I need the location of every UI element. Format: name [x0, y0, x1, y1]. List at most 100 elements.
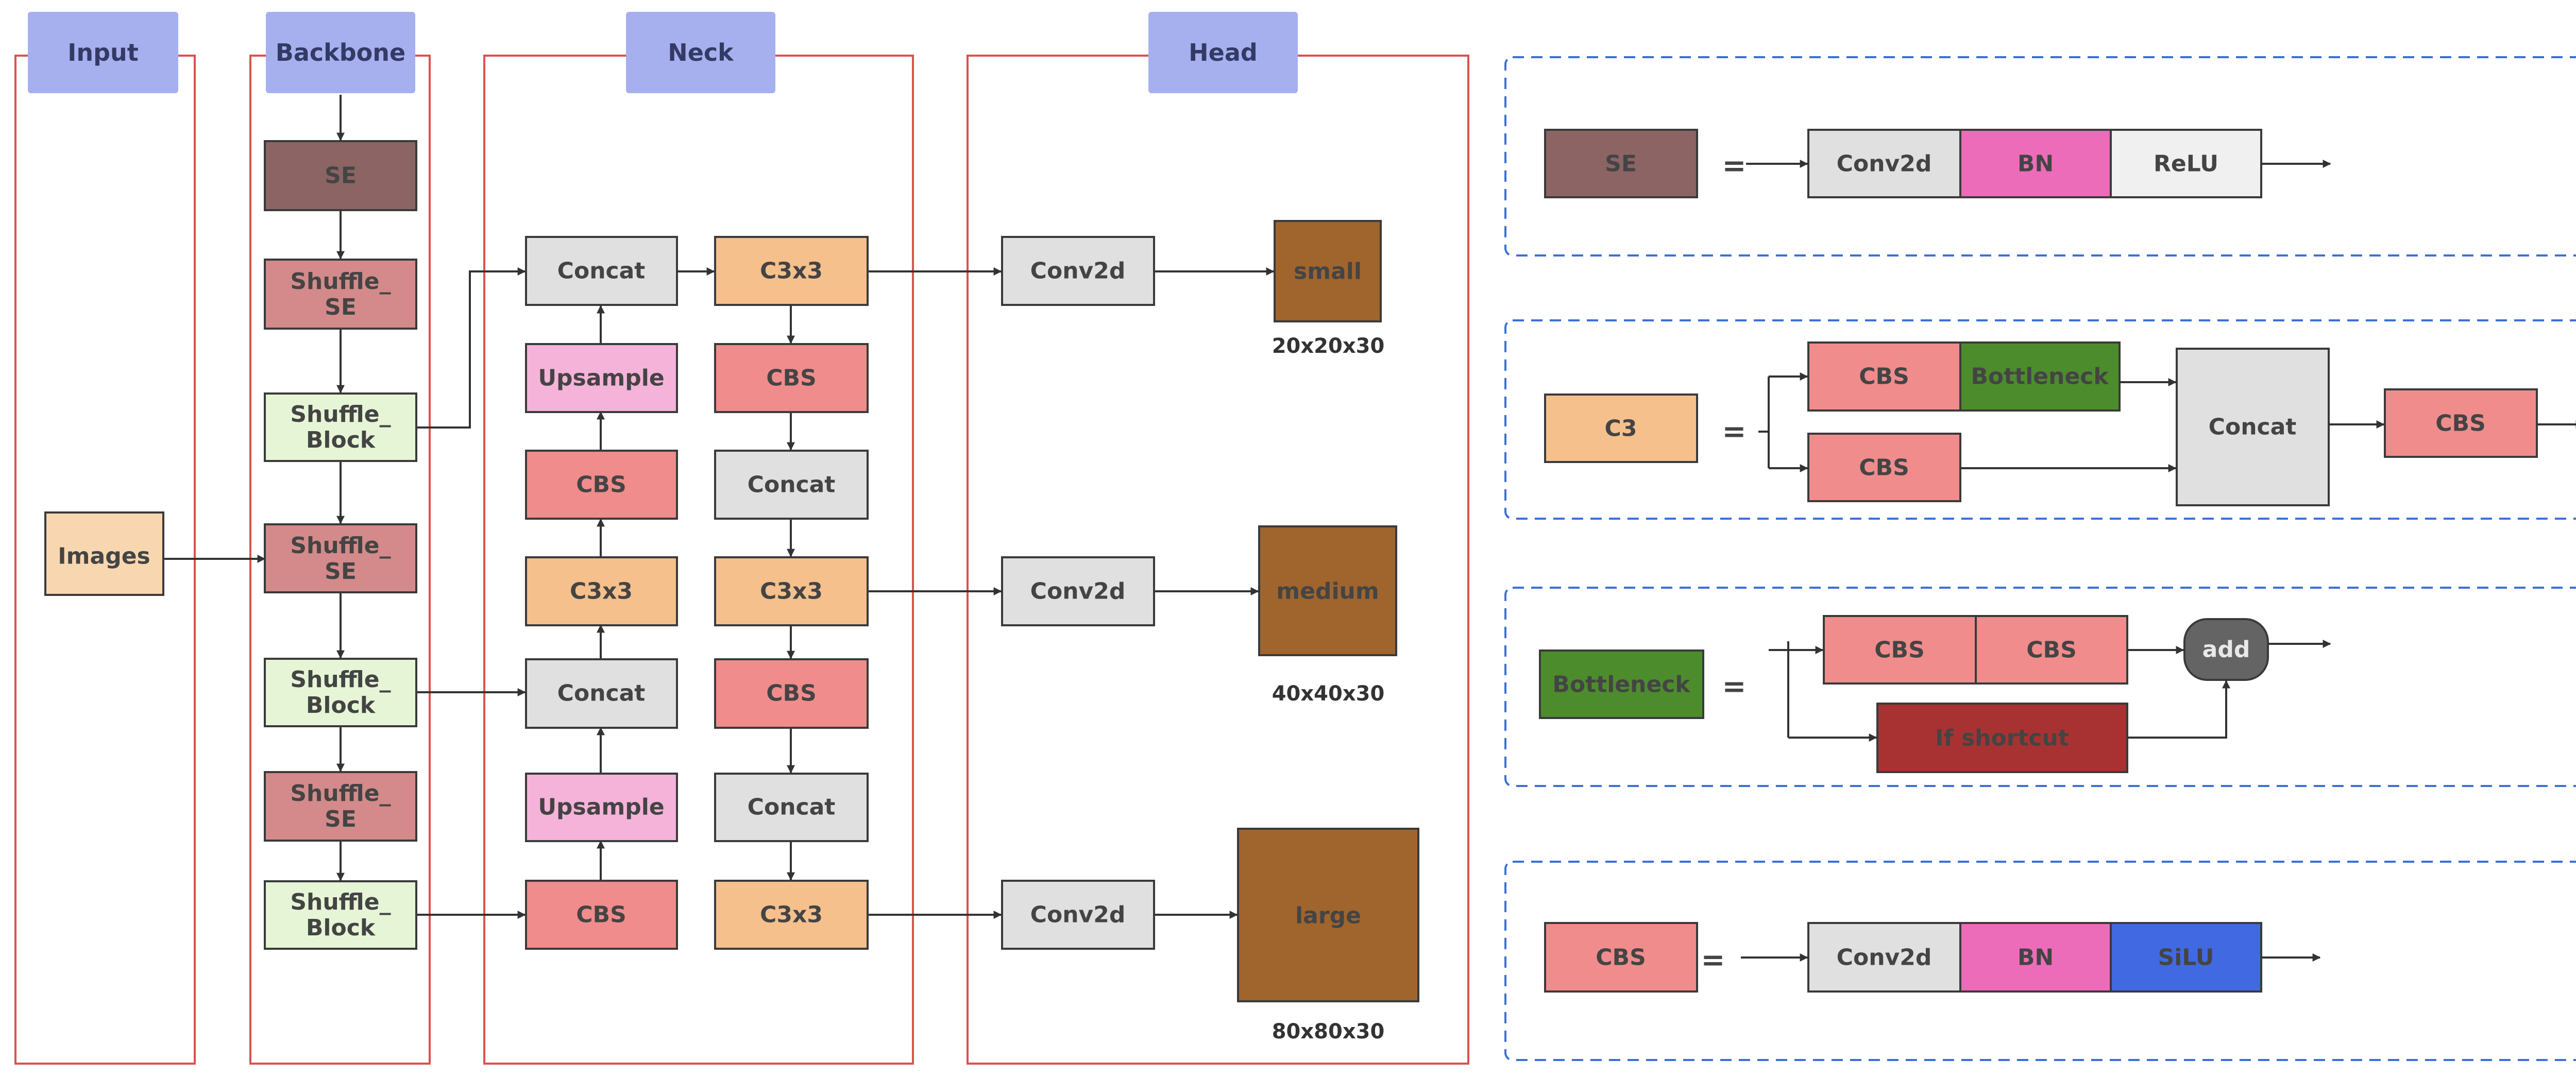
neck-c3x3-node: C3x3 — [714, 880, 869, 950]
legend-se-bn: BN — [2018, 151, 2054, 177]
output-large-dims: 80x80x30 — [1272, 1020, 1385, 1044]
neck-upsample-node: Upsample — [525, 343, 678, 413]
neck-concat-node: Concat — [525, 236, 678, 306]
neck-cbs-label: CBS — [576, 902, 626, 928]
neck-cbs-label: CBS — [766, 365, 817, 391]
neck-upsample-label: Upsample — [538, 794, 664, 820]
neck-c3x3-label: C3x3 — [760, 258, 823, 284]
legend-cbs-equals: = — [1701, 944, 1725, 977]
neck-upsample-label: Upsample — [538, 365, 664, 391]
backbone-shuffle-block-label: Shuffle_Block — [290, 666, 391, 719]
backbone-shuffle-block-node: Shuffle_Block — [264, 880, 417, 950]
header-backbone: Backbone — [266, 12, 415, 93]
neck-frame — [483, 55, 914, 1065]
head-conv2d-node: Conv2d — [1001, 236, 1155, 306]
legend-c3-cbs: CBS — [1859, 364, 1909, 390]
neck-concat-node: Concat — [525, 658, 678, 729]
neck-c3x3-node: C3x3 — [525, 556, 678, 626]
output-large-label: large — [1295, 903, 1361, 929]
neck-cbs-node: CBS — [525, 880, 678, 950]
legend-c3-equals: = — [1722, 415, 1747, 449]
legend-se-equals: = — [1722, 149, 1747, 183]
header-neck-label: Neck — [668, 39, 734, 66]
output-medium: medium 40x40x30 — [1258, 525, 1397, 706]
backbone-shuffle-se-label: Shuffle_SE — [290, 780, 391, 832]
backbone-se-node: SE — [264, 140, 417, 211]
neck-c3x3-node: C3x3 — [714, 236, 869, 306]
head-conv2d-label: Conv2d — [1030, 578, 1126, 605]
head-conv2d-label: Conv2d — [1030, 902, 1126, 928]
legend-bottleneck-shortcut: If shortcut — [1935, 725, 2069, 751]
header-head: Head — [1148, 12, 1298, 93]
neck-concat-label: Concat — [557, 258, 646, 284]
output-small-label: small — [1294, 259, 1362, 285]
header-head-label: Head — [1189, 39, 1258, 66]
backbone-shuffle-se-node: Shuffle_SE — [264, 771, 417, 842]
neck-cbs-node: CBS — [714, 343, 869, 413]
backbone-shuffle-se-node: Shuffle_SE — [264, 259, 417, 330]
neck-c3x3-node: C3x3 — [714, 556, 869, 626]
neck-concat-node: Concat — [714, 773, 869, 842]
head-frame — [967, 55, 1469, 1065]
legend-cbs-name: CBS — [1596, 945, 1646, 971]
neck-c3x3-label: C3x3 — [760, 902, 823, 928]
neck-cbs-node: CBS — [525, 450, 678, 520]
head-conv2d-node: Conv2d — [1001, 556, 1155, 626]
legend-bottleneck-name: Bottleneck — [1552, 672, 1691, 698]
neck-cbs-node: CBS — [714, 658, 869, 729]
neck-upsample-node: Upsample — [525, 773, 678, 842]
legend-bottleneck-cbs: CBS — [2026, 637, 2077, 663]
output-medium-label: medium — [1276, 578, 1379, 605]
neck-concat-label: Concat — [557, 680, 646, 707]
legend-se-name: SE — [1605, 151, 1637, 177]
images-label: Images — [58, 543, 150, 570]
backbone-shuffle-se-label: Shuffle_SE — [290, 268, 391, 320]
legend-bottleneck-equals: = — [1722, 670, 1747, 704]
images-node: Images — [44, 511, 164, 596]
head-conv2d-node: Conv2d — [1001, 880, 1155, 950]
legend-c3-bottleneck: Bottleneck — [1971, 364, 2109, 390]
backbone-frame — [249, 55, 431, 1065]
neck-cbs-label: CBS — [576, 472, 626, 498]
legend-bottleneck: Bottleneck = CBS CBS add If shortcut — [1504, 587, 2576, 787]
neck-concat-label: Concat — [748, 794, 836, 820]
legend-c3: C3 = CBS Bottleneck CBS Concat CBS — [1504, 319, 2576, 520]
backbone-se-label: SE — [325, 163, 357, 189]
input-frame — [14, 55, 196, 1065]
legend-bottleneck-cbs: CBS — [1874, 637, 1925, 663]
neck-c3x3-label: C3x3 — [760, 578, 823, 605]
backbone-shuffle-block-label: Shuffle_Block — [290, 401, 391, 453]
output-small: small 20x20x30 — [1272, 220, 1385, 358]
legend-cbs-conv2d: Conv2d — [1837, 945, 1932, 971]
backbone-shuffle-block-node: Shuffle_Block — [264, 392, 417, 462]
legend-c3-cbs: CBS — [1859, 455, 1909, 481]
head-conv2d-label: Conv2d — [1030, 258, 1126, 284]
backbone-shuffle-block-label: Shuffle_Block — [290, 889, 391, 941]
legend-cbs-bn: BN — [2018, 945, 2054, 971]
legend-cbs: CBS = Conv2d BN SiLU — [1504, 861, 2576, 1061]
neck-concat-node: Concat — [714, 450, 869, 520]
backbone-shuffle-se-label: Shuffle_SE — [290, 533, 391, 585]
legend-c3-name: C3 — [1605, 416, 1637, 442]
backbone-shuffle-se-node: Shuffle_SE — [264, 523, 417, 593]
neck-cbs-label: CBS — [766, 680, 817, 707]
edges — [163, 95, 1275, 919]
legend-c3-concat: Concat — [2209, 414, 2297, 440]
output-small-dims: 20x20x30 — [1272, 334, 1385, 358]
header-input: Input — [28, 12, 178, 93]
header-input-label: Input — [67, 39, 139, 66]
legend-se-conv2d: Conv2d — [1837, 151, 1932, 177]
output-medium-dims: 40x40x30 — [1272, 682, 1385, 706]
backbone-shuffle-block-node: Shuffle_Block — [264, 658, 417, 727]
header-neck: Neck — [626, 12, 775, 93]
neck-c3x3-label: C3x3 — [570, 578, 633, 605]
legend-cbs-silu: SiLU — [2158, 945, 2214, 971]
legend-c3-cbs-out: CBS — [2435, 411, 2486, 437]
header-backbone-label: Backbone — [276, 39, 405, 66]
neck-concat-label: Concat — [748, 472, 836, 498]
legend-bottleneck-add: add — [2202, 637, 2250, 663]
output-large: large 80x80x30 — [1237, 828, 1419, 1044]
legend-se-relu: ReLU — [2154, 151, 2218, 177]
legend-se: SE = Conv2d BN ReLU — [1504, 56, 2576, 257]
